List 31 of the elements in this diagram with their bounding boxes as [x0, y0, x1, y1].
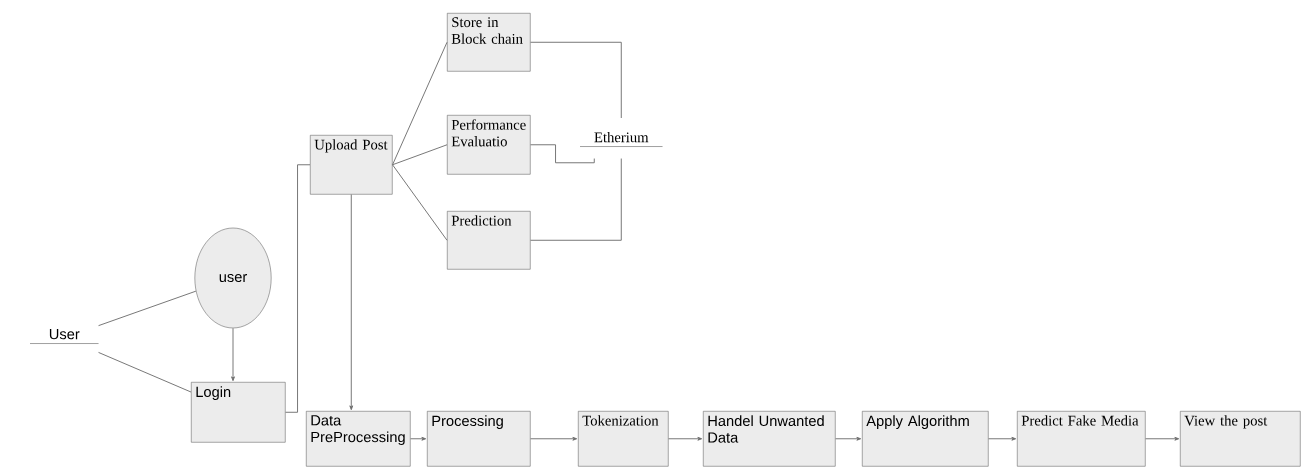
- arrow: [668, 436, 703, 441]
- process-box: Handel Unwanted Data: [703, 411, 836, 467]
- arrow: [349, 194, 354, 411]
- underlined-label: User: [29, 329, 99, 344]
- connector-line: [392, 144, 448, 166]
- underlined-label: Etherium: [579, 131, 663, 147]
- process-box: Predict Fake Media: [1017, 411, 1146, 467]
- arrow: [1145, 436, 1180, 441]
- connector-line: [530, 41, 622, 119]
- arrow: [231, 327, 235, 382]
- process-box: Apply Algorithm: [862, 411, 989, 467]
- process-box: Prediction: [447, 211, 531, 270]
- process-box: Upload Post: [310, 135, 393, 195]
- arrow: [988, 436, 1017, 441]
- arrow: [530, 436, 578, 441]
- connector-line: [530, 158, 622, 241]
- connector-line: [392, 164, 448, 241]
- process-box: Data PreProcessing: [306, 411, 411, 467]
- process-box: Store in Block chain: [447, 13, 531, 72]
- connector-line: [285, 164, 311, 413]
- connector-line: [530, 144, 595, 164]
- connector-line: [392, 41, 448, 166]
- process-box: Tokenization: [578, 411, 669, 467]
- process-box: View the post: [1180, 411, 1301, 467]
- process-box: Processing: [427, 411, 531, 467]
- arrow: [410, 436, 427, 441]
- connector-line: [98, 351, 192, 393]
- process-box: Login: [191, 382, 286, 443]
- arrow: [835, 436, 862, 441]
- connector-line: [98, 290, 197, 327]
- process-box: Performance Evaluatio: [447, 115, 531, 175]
